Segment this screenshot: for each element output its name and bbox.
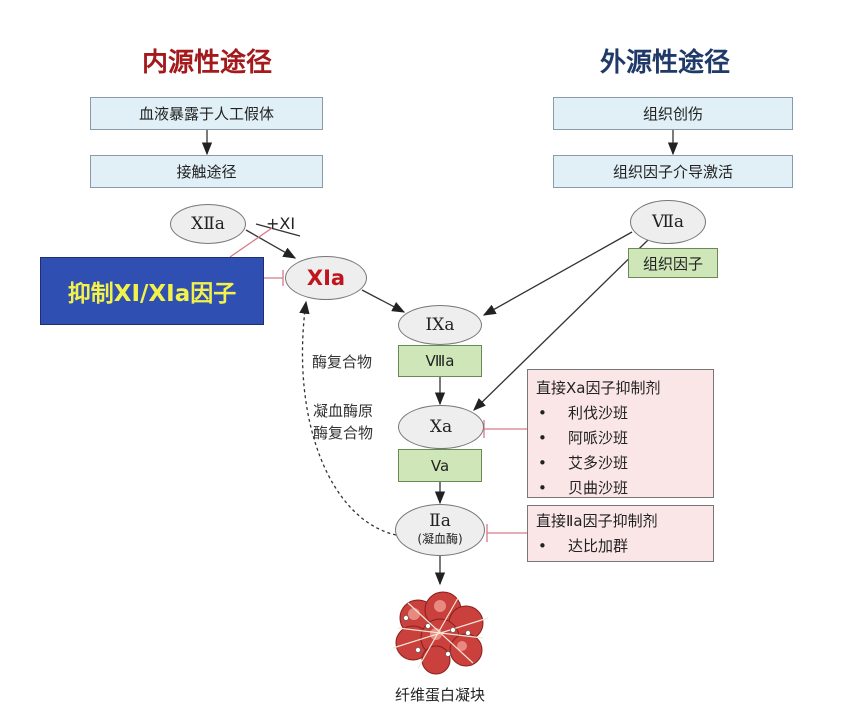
iia-label: Ⅱa [429,511,451,531]
xiia-label: XⅡa [191,214,225,234]
tenase-complex-label: 酶复合物 [312,353,373,371]
tissue-injury-box: 组织创伤 [553,97,793,130]
contact-pathway-box: 接触途径 [90,155,323,188]
factor-viiia-box: Ⅷa [398,345,482,377]
factor-xiia-node: XⅡa [170,204,246,244]
prothrombinase-label-2: 酶复合物 [313,424,374,442]
arrow-xiia-xia [245,229,297,259]
fibrin-clot-image [392,591,489,675]
iia-inhibitor-item: 达比加群 [536,534,705,559]
prothrombinase-label-1: 凝血酶原 [313,402,374,420]
factor-va-box: Va [398,449,482,482]
blood-exposure-box: 血液暴露于人工假体 [90,97,323,130]
tissue-factor-activation-box: 组织因子介导激活 [553,155,793,188]
dashed-feedback-arrow [299,300,397,536]
ixa-label: IXa [425,315,455,335]
factor-ixa-node: IXa [398,305,482,345]
tissue-factor-box: 组织因子 [628,248,718,278]
factor-xia-node: XIa [285,256,367,300]
intrinsic-title: 内源性途径 [141,48,272,78]
iia-inhibitors-box: 直接Ⅱa因子抑制剂 达比加群 [527,505,714,562]
xa-inhibitor-item: 利伐沙班 [536,401,705,426]
xi-inhibitor-box: 抑制XI/XIa因子 [40,257,264,325]
xa-inhibitor-item: 艾多沙班 [536,451,705,476]
xia-label: XIa [306,266,346,290]
plus-xi-label: +XI [266,214,296,233]
xa-inhibitor-item: 阿哌沙班 [536,426,705,451]
xa-inhibitor-item: 贝曲沙班 [536,476,705,501]
factor-xa-node: Xa [398,405,484,449]
xa-label: Xa [429,417,453,437]
inhibit-line-xiia [229,227,273,258]
xa-inhibitors-title: 直接Xa因子抑制剂 [536,379,661,397]
fibrin-clot-label: 纤维蛋白凝块 [394,686,485,704]
arrow-viia-xa [473,239,649,411]
factor-iia-node: Ⅱa (凝血酶) [395,504,485,556]
iia-inhibitors-title: 直接Ⅱa因子抑制剂 [536,512,658,530]
viia-label: Ⅶa [651,212,685,232]
thrombin-label: (凝血酶) [417,532,463,546]
xa-inhibitors-box: 直接Xa因子抑制剂 利伐沙班 阿哌沙班 艾多沙班 贝曲沙班 [527,369,714,498]
extrinsic-title: 外源性途径 [599,48,730,78]
arrow-xia-ixa [361,289,406,313]
factor-viia-node: Ⅶa [630,200,706,244]
arrow-viia-ixa [482,231,633,316]
